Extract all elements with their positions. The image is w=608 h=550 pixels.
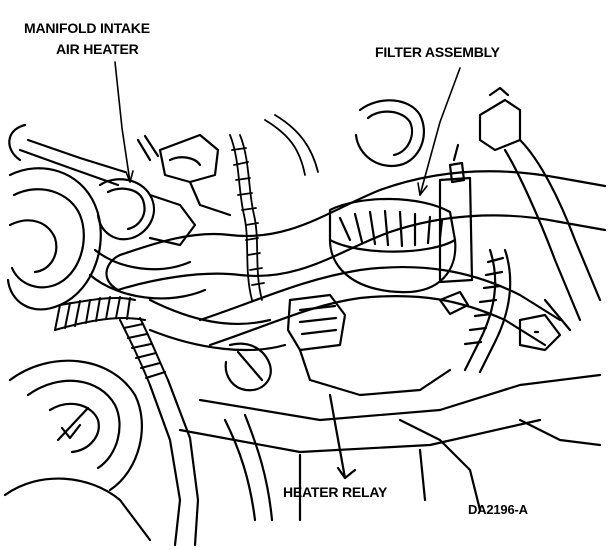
filter-assembly bbox=[328, 99, 474, 294]
manifold-intake-air-heater-label-line1: MANIFOLD INTAKE bbox=[24, 20, 150, 36]
leader-lines bbox=[114, 61, 461, 196]
filter-assembly-label: FILTER ASSEMBLY bbox=[375, 44, 500, 60]
wire-harness bbox=[229, 114, 319, 301]
upper-return-hose bbox=[198, 265, 562, 347]
left-pulley-assembly bbox=[6, 138, 127, 311]
lower-left-pulley bbox=[3, 359, 152, 542]
leader-filter-assembly bbox=[419, 67, 461, 196]
air-heater-body bbox=[96, 133, 232, 247]
figure-code-label: DA2196-A bbox=[468, 502, 528, 517]
main-air-hose bbox=[105, 170, 607, 292]
corrugated-hose-left bbox=[54, 296, 169, 386]
secondary-hose bbox=[88, 248, 287, 352]
heater-relay-label: HEATER RELAY bbox=[283, 484, 388, 500]
right-side-bracket bbox=[438, 86, 602, 374]
manifold-intake-air-heater-label-line2: AIR HEATER bbox=[56, 41, 139, 57]
leader-manifold-air-heater bbox=[114, 61, 131, 183]
heater-relay-area bbox=[178, 293, 602, 480]
lower-engine-block bbox=[8, 123, 602, 547]
